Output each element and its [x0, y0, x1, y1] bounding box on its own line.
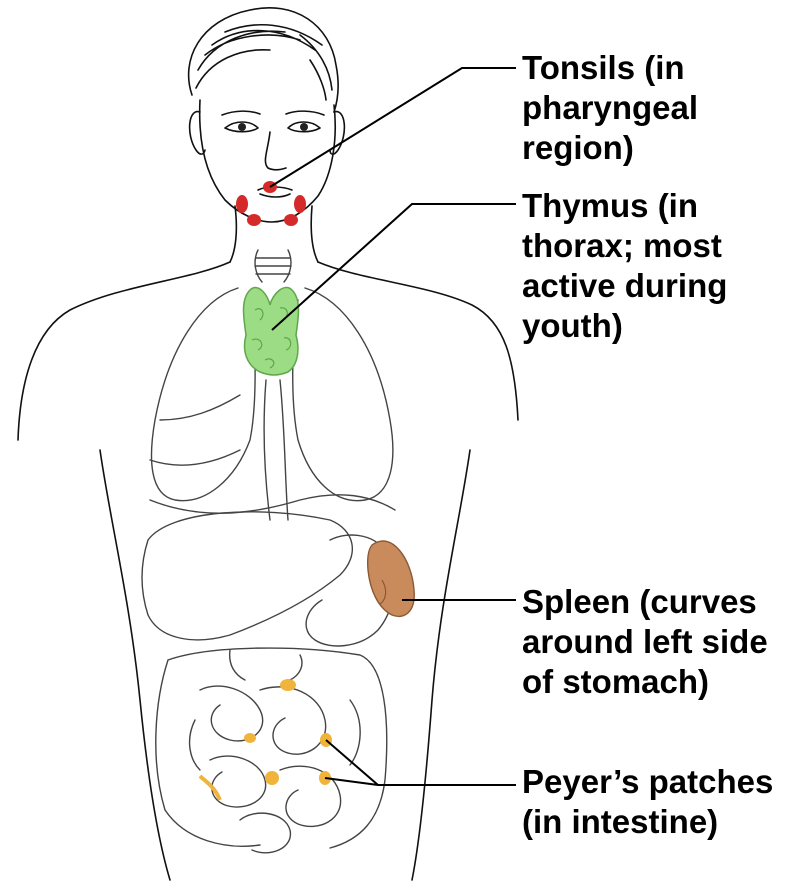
thymus-label-line: Thymus (in [522, 186, 727, 226]
peyers-label-line: (in intestine) [522, 802, 773, 842]
spleen-label-line: of stomach) [522, 662, 768, 702]
tonsils-label-line: pharyngeal [522, 88, 698, 128]
tonsil-left-upper [236, 195, 248, 213]
thymus [244, 288, 299, 375]
peyers-patch [244, 733, 256, 743]
peyers-patches-label: Peyer’s patches (in intestine) [522, 762, 773, 842]
thymus-leader [272, 204, 516, 330]
tonsils-markers [236, 181, 306, 226]
peyers-leader-lower [325, 778, 516, 785]
body-outline [18, 8, 518, 880]
spleen-label: Spleen (curves around left side of stoma… [522, 582, 768, 702]
tonsils-label-line: Tonsils (in [522, 48, 698, 88]
tonsil-left-lower [247, 214, 261, 226]
peyers-patch [280, 679, 296, 691]
spleen [368, 541, 415, 616]
peyers-label-line: Peyer’s patches [522, 762, 773, 802]
thymus-label-line: youth) [522, 306, 727, 346]
spleen-label-line: Spleen (curves [522, 582, 768, 622]
tonsils-label-line: region) [522, 128, 698, 168]
left-lung [293, 288, 393, 501]
spleen-label-line: around left side [522, 622, 768, 662]
peyers-patch [265, 771, 279, 785]
leader-lines [270, 68, 516, 785]
tonsil-right-upper [294, 195, 306, 213]
thymus-label-line: active during [522, 266, 727, 306]
liver [142, 512, 352, 640]
tonsils-label: Tonsils (in pharyngeal region) [522, 48, 698, 168]
thymus-label: Thymus (in thorax; most active during yo… [522, 186, 727, 346]
tonsil-right-lower [284, 214, 298, 226]
thymus-label-line: thorax; most [522, 226, 727, 266]
peyers-patch [200, 776, 220, 800]
right-lung [152, 288, 256, 501]
